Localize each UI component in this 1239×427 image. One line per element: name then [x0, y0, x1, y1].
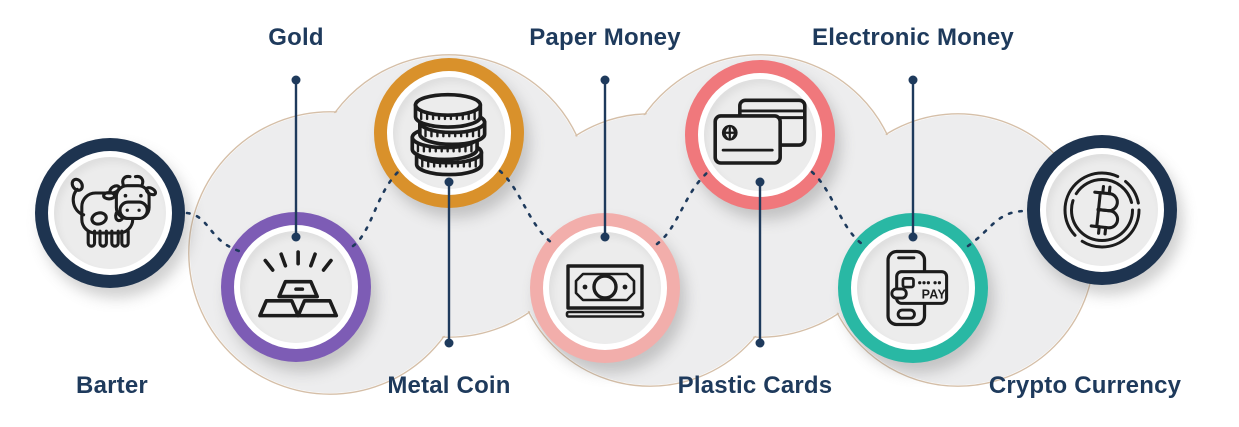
cow-icon — [70, 174, 158, 248]
stage-label-gold: Gold — [268, 24, 324, 51]
stage-node-barter — [35, 138, 185, 288]
stage-node-crypto-currency — [1027, 135, 1177, 285]
stage-label-electronic-money: Electronic Money — [812, 24, 1014, 51]
inner-circle — [240, 231, 352, 343]
inner-circle — [54, 157, 166, 269]
credit-cards-icon — [713, 98, 807, 165]
stage-node-electronic-money: PAY — [838, 213, 988, 363]
stage-label-metal-coin: Metal Coin — [387, 372, 511, 399]
stage-node-paper-money — [530, 213, 680, 363]
stage-label-crypto-currency: Crypto Currency — [988, 372, 1182, 399]
stage-label-paper-money: Paper Money — [529, 24, 681, 51]
stage-label-barter: Barter — [76, 372, 148, 399]
inner-circle — [704, 79, 816, 191]
stage-node-metal-coin — [374, 58, 524, 208]
coin-stack-icon — [410, 92, 487, 177]
stage-label-plastic-cards: Plastic Cards — [677, 372, 833, 399]
pay-text: PAY — [922, 288, 947, 302]
banknote-icon — [565, 264, 645, 318]
stage-node-plastic-cards — [685, 60, 835, 210]
bitcoin-icon — [1063, 171, 1141, 249]
mobile-pay-icon: PAY — [886, 249, 949, 327]
inner-circle — [1046, 154, 1158, 266]
inner-circle — [549, 232, 661, 344]
gold-bars-icon — [258, 250, 339, 318]
inner-circle: PAY — [857, 232, 969, 344]
inner-circle — [393, 77, 505, 189]
stage-node-gold — [221, 212, 371, 362]
